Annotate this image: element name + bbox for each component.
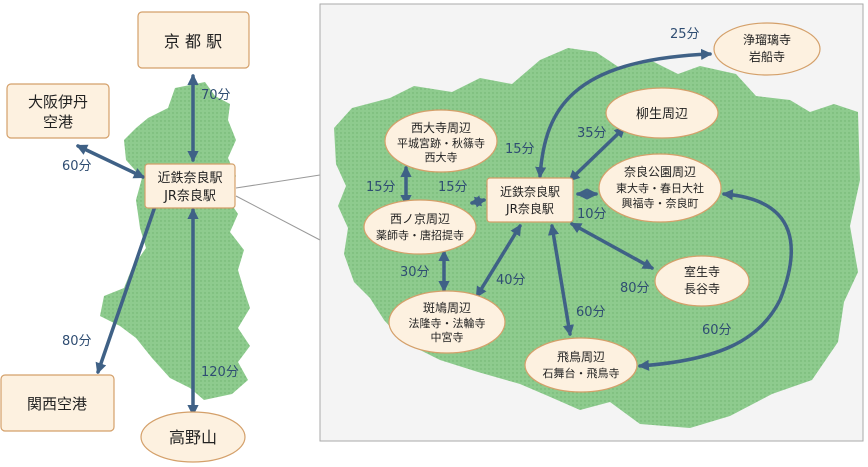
- time-asuka: 60分: [576, 305, 606, 320]
- route-narakoen-asuka: [637, 189, 793, 371]
- ikaruga-sub-1: 法隆寺・法輪寺: [409, 316, 486, 330]
- joruri-node: 浄瑠璃寺 岩船寺: [713, 22, 821, 76]
- time-joruri: 25分: [670, 27, 700, 42]
- route-itami: [75, 144, 146, 179]
- muro-title: 室生寺: [684, 264, 720, 279]
- saidaiji-title: 西大寺周辺: [411, 121, 471, 135]
- route-kansai: [95, 183, 165, 375]
- time-koyasan: 120分: [201, 365, 239, 380]
- narakoen-sub-2: 興福寺・奈良町: [622, 196, 699, 210]
- asuka-node: 飛鳥周辺 石舞台・飛鳥寺: [524, 337, 638, 393]
- joruri-title: 浄瑠璃寺: [743, 33, 791, 47]
- time-yagyu: 35分: [577, 126, 607, 141]
- nishinokyo-sub: 薬師寺・唐招提寺: [376, 228, 464, 242]
- asuka-title: 飛鳥周辺: [557, 349, 605, 364]
- saidaiji-sub-2: 西大寺: [425, 150, 458, 164]
- time-muro: 80分: [620, 281, 650, 296]
- muro-node: 室生寺 長谷寺: [654, 255, 750, 307]
- saidaiji-node: 西大寺周辺 平城宮跡・秋篠寺 西大寺: [384, 109, 498, 173]
- itami-airport-label-2: 空港: [43, 113, 73, 131]
- kyoto-station-label: 京 都 駅: [164, 32, 222, 51]
- narakoen-title: 奈良公園周辺: [624, 164, 696, 179]
- kansai-airport-box: 関西空港: [0, 374, 115, 432]
- nara-station-box: 近鉄奈良駅 JR奈良駅: [144, 163, 236, 209]
- yagyu-node: 柳生周辺: [605, 87, 719, 139]
- nara-prefecture-land: [100, 82, 250, 400]
- route-ikaruga: [475, 224, 522, 298]
- inset-nara-station-box: 近鉄奈良駅 JR奈良駅: [486, 177, 574, 223]
- route-asuka: [547, 223, 575, 337]
- ikaruga-node: 斑鳩周辺 法隆寺・法輪寺 中宮寺: [388, 290, 506, 354]
- route-yagyu: [568, 126, 626, 182]
- joruri-sub: 岩船寺: [749, 49, 785, 64]
- nishinokyo-title: 西ノ京周辺: [390, 212, 450, 226]
- time-narakoen: 10分: [577, 207, 607, 222]
- koyasan-label: 高野山: [169, 428, 217, 447]
- nara-station-label-2: JR奈良駅: [163, 188, 216, 204]
- time-kansai: 80分: [62, 334, 92, 349]
- koyasan-node: 高野山: [140, 411, 246, 463]
- kyoto-station-box: 京 都 駅: [137, 11, 250, 69]
- zoom-line-bottom: [235, 195, 321, 241]
- route-joruri: [535, 48, 713, 179]
- inset-nara-station-label-2: JR奈良駅: [505, 201, 554, 216]
- zoom-line-top: [235, 174, 321, 189]
- narakoen-node: 奈良公園周辺 東大寺・春日大社 興福寺・奈良町: [598, 153, 722, 223]
- itami-airport-label-1: 大阪伊丹: [28, 93, 88, 111]
- ikaruga-sub-2: 中宮寺: [431, 330, 464, 344]
- time-ikaruga: 40分: [496, 273, 526, 288]
- time-saidaiji-center: 15分: [505, 142, 535, 157]
- asuka-sub: 石舞台・飛鳥寺: [543, 366, 620, 380]
- ikaruga-title: 斑鳩周辺: [423, 301, 471, 315]
- saidaiji-sub-1: 平城宮跡・秋篠寺: [397, 136, 485, 150]
- time-saidaiji-nishinokyo: 15分: [366, 180, 396, 195]
- muro-sub: 長谷寺: [684, 282, 720, 296]
- inset-nara-station-label-1: 近鉄奈良駅: [500, 184, 560, 199]
- narakoen-sub-1: 東大寺・春日大社: [616, 181, 704, 195]
- time-narakoen-asuka: 60分: [702, 323, 732, 338]
- kansai-airport-label: 関西空港: [27, 395, 87, 413]
- yagyu-label: 柳生周辺: [636, 107, 688, 122]
- time-nishinokyo-ikaruga: 30分: [400, 265, 430, 280]
- nishinokyo-node: 西ノ京周辺 薬師寺・唐招提寺: [363, 199, 477, 255]
- itami-airport-box: 大阪伊丹 空港: [6, 83, 110, 139]
- time-kyoto: 70分: [201, 88, 231, 103]
- nara-station-label-1: 近鉄奈良駅: [157, 170, 222, 186]
- time-nishinokyo-center: 15分: [438, 180, 468, 195]
- route-nishinokyo-center: [469, 195, 487, 208]
- time-itami: 60分: [62, 159, 92, 174]
